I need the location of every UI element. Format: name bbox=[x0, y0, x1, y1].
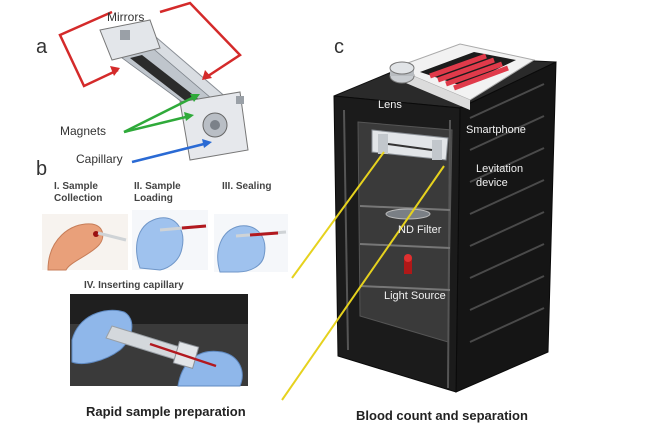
label-levitation-line2: device bbox=[476, 177, 508, 189]
magnet-arrowhead-1 bbox=[190, 94, 200, 102]
connector-line-top bbox=[291, 151, 385, 279]
label-levitation-device: Levitation device bbox=[476, 162, 523, 190]
step-4-photo bbox=[70, 294, 248, 387]
label-smartphone: Smartphone bbox=[466, 124, 526, 136]
label-levitation-line1: Levitation bbox=[476, 163, 524, 175]
step-2-line2: Loading bbox=[134, 193, 173, 204]
label-nd-filter: ND Filter bbox=[398, 224, 442, 236]
label-capillary: Capillary bbox=[76, 152, 123, 166]
label-light-source: Light Source bbox=[384, 290, 446, 302]
panel-letter-c: c bbox=[334, 36, 344, 58]
light-source-render bbox=[404, 254, 412, 274]
device-box bbox=[333, 55, 557, 393]
step-1-line2: Collection bbox=[54, 193, 103, 204]
connector-line-bottom bbox=[281, 165, 445, 401]
capillary-arrowhead bbox=[202, 139, 212, 148]
label-lens: Lens bbox=[378, 99, 402, 111]
capillary-arrow bbox=[131, 141, 209, 164]
lens-render bbox=[389, 61, 415, 84]
mirror-arrowhead-left bbox=[110, 66, 120, 76]
step-2-label: II. Sample Loading bbox=[134, 181, 181, 205]
step-1-line1: I. Sample bbox=[54, 181, 98, 192]
caption-right: Blood count and separation bbox=[356, 408, 528, 423]
step-3-photo bbox=[214, 214, 288, 273]
label-magnets: Magnets bbox=[60, 124, 107, 138]
caption-left: Rapid sample preparation bbox=[86, 404, 246, 419]
step-1-label: I. Sample Collection bbox=[54, 181, 102, 205]
inner-levitation-device bbox=[371, 129, 449, 161]
step-3-line1: III. Sealing bbox=[222, 181, 272, 192]
panel-letter-a: a bbox=[36, 36, 48, 58]
label-mirrors: Mirrors bbox=[107, 10, 145, 24]
magnet-arrows bbox=[123, 94, 197, 134]
magnet-arrowhead-2 bbox=[184, 112, 194, 121]
step-3-label: III. Sealing bbox=[222, 181, 271, 193]
levitation-device-render bbox=[99, 19, 249, 161]
step-2-photo bbox=[132, 210, 208, 271]
mirror-arrowhead-right bbox=[202, 70, 212, 80]
step-1-photo bbox=[42, 214, 128, 271]
mirror-arrows bbox=[58, 1, 242, 88]
step-2-line1: II. Sample bbox=[134, 181, 181, 192]
panel-letter-b: b bbox=[36, 158, 48, 180]
step-4-label: IV. Inserting capillary bbox=[84, 280, 184, 291]
